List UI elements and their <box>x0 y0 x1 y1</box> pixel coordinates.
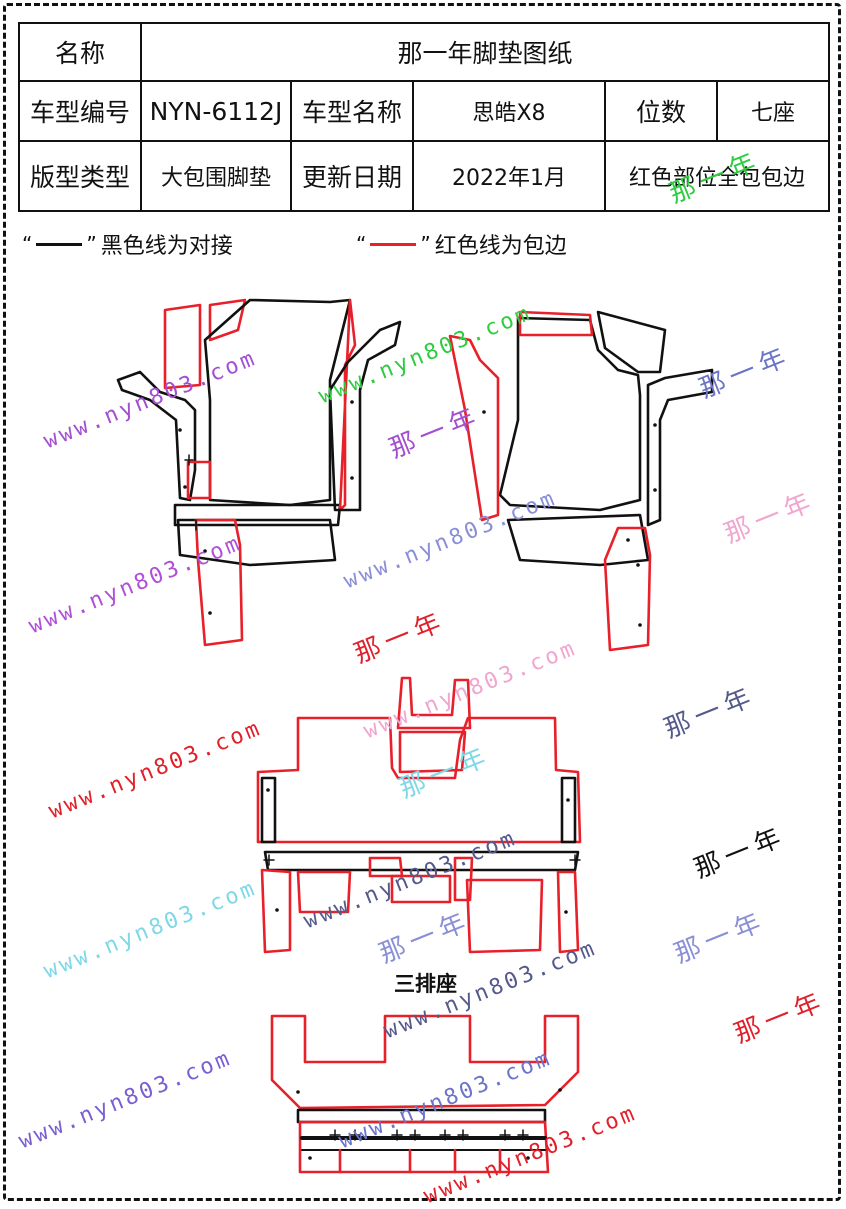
model-code-label: 车型编号 <box>18 80 142 142</box>
third-row-label: 三排座 <box>394 972 457 996</box>
model-name-value: 思皓X8 <box>412 80 606 142</box>
red-line-swatch <box>370 242 417 246</box>
info-row-model: 车型编号 NYN-6112J 车型名称 思皓X8 位数 七座 <box>18 80 831 142</box>
name-value: 那一年脚垫图纸 <box>139 22 831 82</box>
quote-open: “ <box>22 232 33 256</box>
black-line-swatch <box>36 242 83 246</box>
legend-red-text: 红色线为包边 <box>434 234 567 259</box>
quote-open: “ <box>356 232 367 256</box>
date-value: 2022年1月 <box>412 140 606 212</box>
info-table: 名称 那一年脚垫图纸 车型编号 NYN-6112J 车型名称 思皓X8 位数 七… <box>18 22 831 212</box>
date-label: 更新日期 <box>290 140 414 212</box>
legend-black-text: 黑色线为对接 <box>100 234 233 259</box>
third-row-mat <box>270 1014 580 1174</box>
edge-note: 红色部位全包包边 <box>603 140 831 212</box>
legend-red-line: “ ” 红色线为包边 <box>356 228 567 260</box>
seats-value: 七座 <box>715 80 831 142</box>
page-border <box>3 3 841 1201</box>
info-row-style: 版型类型 大包围脚垫 更新日期 2022年1月 红色部位全包包边 <box>18 140 831 212</box>
style-value: 大包围脚垫 <box>140 140 292 212</box>
front-left-mat <box>116 298 357 647</box>
info-row-name: 名称 那一年脚垫图纸 <box>18 22 831 82</box>
seats-label: 位数 <box>604 80 718 142</box>
quote-close: ” <box>86 232 97 256</box>
style-label: 版型类型 <box>18 140 142 212</box>
name-label: 名称 <box>18 22 142 82</box>
front-center-strips <box>328 320 500 522</box>
legend-black-line: “ ” 黑色线为对接 <box>22 228 233 260</box>
quote-close: ” <box>420 232 431 256</box>
model-name-label: 车型名称 <box>290 80 414 142</box>
second-row-mat <box>256 676 582 954</box>
front-right-mat <box>498 310 714 652</box>
model-code-value: NYN-6112J <box>140 80 292 142</box>
